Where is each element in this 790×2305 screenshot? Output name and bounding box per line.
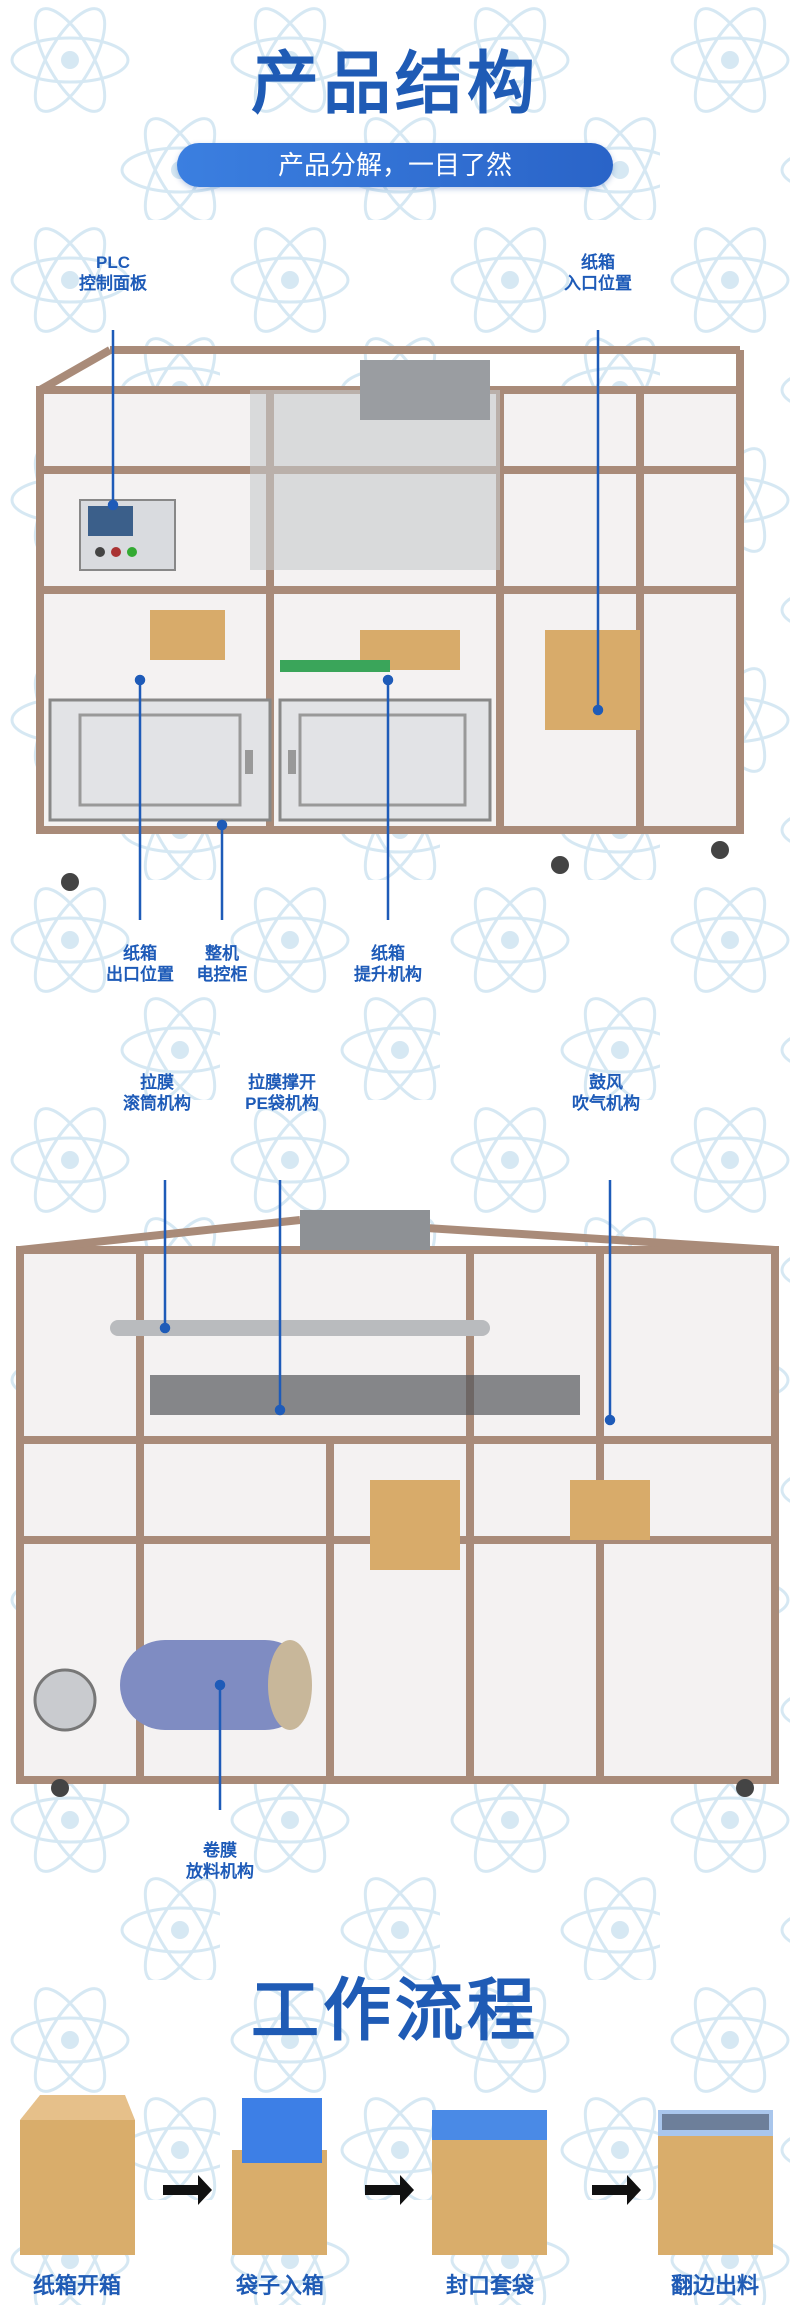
callout-bag-opener: 拉膜撑开 PE袋机构: [245, 1073, 319, 1113]
section-title-structure: 产品结构: [250, 46, 539, 122]
step-open-carton: [20, 2095, 135, 2255]
arrow-2-icon: [365, 2175, 414, 2205]
workflow-diagram: [20, 2095, 773, 2255]
subtitle-pill: 产品分解，一目了然: [177, 143, 613, 187]
step-label-2: 袋子入箱: [235, 2273, 324, 2298]
arrow-3-icon: [592, 2175, 641, 2205]
step-label-4: 翻边出料: [670, 2273, 759, 2298]
callout-carton-exit: 纸箱 出口位置: [106, 944, 174, 984]
machine-front-illustration: [36, 330, 744, 920]
step-label-3: 封口套袋: [445, 2273, 534, 2298]
callout-plc-panel: PLC 控制面板: [79, 253, 147, 293]
arrow-1-icon: [163, 2175, 212, 2205]
step-seal-bag: [432, 2110, 547, 2255]
callout-carton-lift: 纸箱 提升机构: [354, 944, 422, 984]
callout-control-cabinet: 整机 电控柜: [196, 944, 248, 984]
callout-film-roller: 拉膜 滚筒机构: [123, 1073, 191, 1113]
callout-air-blower: 鼓风 吹气机构: [572, 1073, 640, 1113]
callout-carton-entry: 纸箱 入口位置: [564, 253, 632, 293]
machine-rear-illustration: [16, 1180, 779, 1810]
step-flip-out: [658, 2110, 773, 2255]
section-title-workflow: 工作流程: [250, 1973, 539, 2049]
step-label-1: 纸箱开箱: [32, 2273, 121, 2298]
callout-film-unwind: 卷膜 放料机构: [186, 1841, 254, 1881]
step-bag-in: [232, 2098, 327, 2255]
